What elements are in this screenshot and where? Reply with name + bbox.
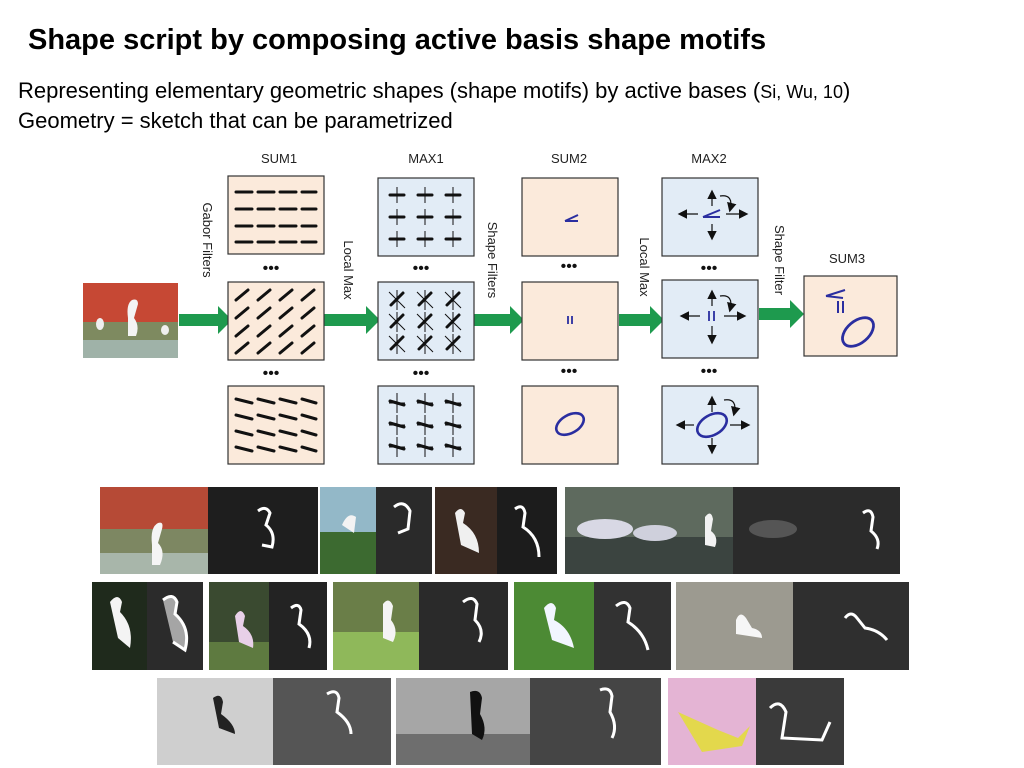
label-sum2: SUM2: [551, 151, 587, 166]
photo-egret-red-trees: [100, 487, 208, 574]
ellipsis-max1-a: •••: [413, 260, 430, 277]
max1-box-horizontal: [377, 177, 475, 257]
max1-box-slant: [377, 385, 475, 465]
arrow-shape-filters: [474, 306, 524, 334]
arrow-localmax-2: [619, 306, 664, 334]
arrow-gabor: [179, 306, 232, 334]
sketch-egret-lawn: [594, 582, 671, 670]
sum1-box-diagonal: [227, 281, 325, 361]
subtitle-prefix: Representing elementary geometric shapes…: [18, 78, 761, 103]
ellipsis-sum1-a: •••: [263, 260, 280, 277]
photo-egret-lawn: [514, 582, 594, 670]
photo-heron-dark: [157, 678, 273, 765]
max2-box-ellipse: [661, 385, 759, 465]
sketch-egret-water: [793, 582, 909, 670]
sketch-egret-red-trees: [208, 487, 318, 574]
ellipsis-max2-b: •••: [701, 363, 718, 380]
arrow-localmax-1: [324, 306, 380, 334]
sketch-egrets-river: [733, 487, 900, 574]
photo-paper-crane: [668, 678, 756, 765]
sketch-heron-dark: [273, 678, 391, 765]
ellipsis-sum2-a: •••: [561, 258, 578, 275]
sketch-egret-pink: [269, 582, 327, 670]
citation: Si, Wu, 10: [760, 82, 843, 102]
text-shape-filters: Shape Filters: [485, 222, 500, 299]
sketch-paper-crane: [756, 678, 844, 765]
pipeline-diagram: SUM1 MAX1 SUM2 MAX2 SUM3 Gabor Filters L…: [83, 151, 898, 465]
sum1-box-slant: [227, 385, 325, 465]
text-local-max-1: Local Max: [341, 240, 356, 300]
label-max1: MAX1: [408, 151, 443, 166]
sum2-box-ellipse: [521, 385, 619, 465]
pipeline-arrows: [179, 300, 804, 334]
sum1-box-horizontal: [227, 175, 325, 255]
max2-box-parallel: [661, 279, 759, 359]
sum3-box-composite: [803, 275, 898, 357]
sketch-stork-silhouette: [530, 678, 661, 765]
subtitle-line-2: Geometry = sketch that can be parametriz…: [18, 108, 453, 133]
photo-stork-silhouette: [396, 678, 530, 765]
ellipsis-sum1-b: •••: [263, 365, 280, 382]
text-gabor-filters: Gabor Filters: [200, 202, 215, 278]
photo-egret-dark-forest: [92, 582, 147, 670]
sum2-box-angle: [521, 177, 619, 257]
max1-box-diagonal: [377, 281, 475, 361]
sketch-egret-standing: [497, 487, 557, 574]
slide-title: Shape script by composing active basis s…: [28, 24, 767, 56]
label-sum1: SUM1: [261, 151, 297, 166]
max2-box-angle: [661, 177, 759, 257]
subtitle-line-1: Representing elementary geometric shapes…: [18, 78, 850, 104]
ellipsis-max2-a: •••: [701, 260, 718, 277]
subtitle-suffix: ): [842, 78, 851, 103]
label-sum3: SUM3: [829, 251, 865, 266]
photo-egret-greenery: [320, 487, 376, 574]
photo-egret-standing: [435, 487, 497, 574]
sketch-egret-greenery: [376, 487, 432, 574]
arrow-shape-filter: [759, 300, 804, 328]
ellipsis-max1-b: •••: [413, 365, 430, 382]
label-max2: MAX2: [691, 151, 726, 166]
photo-egret-grass: [333, 582, 419, 670]
photo-egret-water: [676, 582, 793, 670]
input-photo-egret: [83, 283, 178, 358]
photo-egret-pink: [209, 582, 269, 670]
sketch-egret-dark-forest: [147, 582, 203, 670]
ellipsis-sum2-b: •••: [561, 363, 578, 380]
sum2-box-parallel: [521, 281, 619, 361]
text-shape-filter: Shape Filter: [772, 225, 787, 296]
text-local-max-2: Local Max: [637, 237, 652, 297]
photo-egrets-river: [565, 487, 733, 574]
sketch-egret-grass: [419, 582, 508, 670]
